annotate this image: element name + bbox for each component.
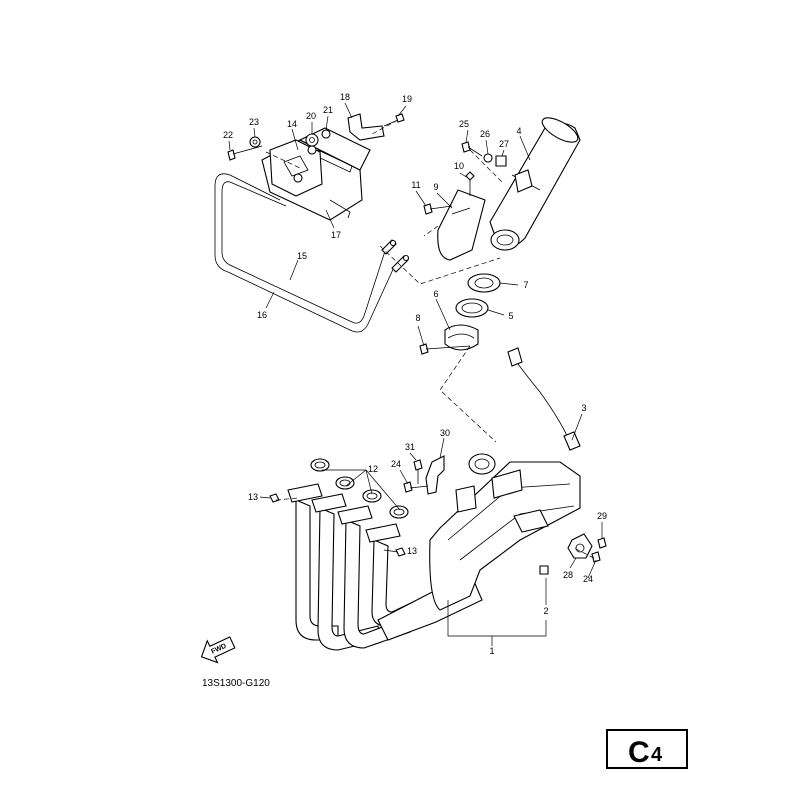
callout-labels: 1 2 3 4 5 6 7 8 9 10 11 12 13 13 14 15 1… <box>223 92 607 656</box>
bolts-29-24 <box>591 537 607 563</box>
bolt-10 <box>465 171 475 196</box>
callout-10: 10 <box>454 161 464 171</box>
page-ref-number: 4 <box>651 744 663 766</box>
muffler-4 <box>489 117 581 248</box>
assembly-dashed-lines <box>265 119 595 559</box>
callout-6: 6 <box>433 289 438 299</box>
callout-9: 9 <box>433 182 438 192</box>
callout-18: 18 <box>340 92 350 102</box>
callout-25: 25 <box>459 119 469 129</box>
bolt-22 <box>227 145 263 161</box>
bolts-31-24 <box>403 459 429 493</box>
callout-16: 16 <box>257 310 267 320</box>
muffler-outlet-joint <box>490 229 520 251</box>
exhaust-valve-cables <box>214 173 410 333</box>
callout-2: 2 <box>543 606 548 616</box>
callout-31: 31 <box>405 442 415 452</box>
callout-14: 14 <box>287 119 297 129</box>
o2-sensor-3 <box>507 347 581 451</box>
callout-3: 3 <box>581 403 586 413</box>
callout-29: 29 <box>597 511 607 521</box>
callout-19: 19 <box>402 94 412 104</box>
callout-26: 26 <box>480 129 490 139</box>
exhaust-pipe-assembly-1 <box>287 453 581 651</box>
callout-24-left: 24 <box>391 459 401 469</box>
callout-15: 15 <box>297 251 307 261</box>
heat-protector-9 <box>437 189 486 261</box>
callout-12: 12 <box>368 464 378 474</box>
bracket-30 <box>425 455 445 495</box>
callout-11: 11 <box>411 180 420 190</box>
bolt-19 <box>383 113 405 127</box>
gaskets-12 <box>310 458 409 519</box>
bracket-18 <box>347 113 385 141</box>
collar-27 <box>495 155 507 167</box>
damper-28 <box>567 533 593 559</box>
callout-5: 5 <box>508 311 513 321</box>
drawing-code: 13S1300-G120 <box>202 678 270 689</box>
page-ref-letter: C <box>628 736 650 769</box>
callout-24-right: 24 <box>583 574 593 584</box>
callout-1: 1 <box>489 646 494 656</box>
callout-13-left: 13 <box>248 492 258 502</box>
callout-22: 22 <box>223 130 233 140</box>
callout-17: 17 <box>331 230 341 240</box>
bolt-25 <box>461 141 483 157</box>
fwd-arrow-icon: FWD <box>200 636 236 664</box>
collar-23 <box>249 136 261 148</box>
page-reference-box: C 4 <box>606 729 688 769</box>
clamp-6 <box>444 324 479 351</box>
callout-21: 21 <box>323 105 333 115</box>
gasket-5 <box>455 298 489 318</box>
callout-30: 30 <box>440 428 450 438</box>
grommet-20-21 <box>305 129 331 147</box>
callout-13-right: 13 <box>407 546 417 556</box>
callout-27: 27 <box>499 139 509 149</box>
callout-8: 8 <box>415 313 420 323</box>
leader-lines <box>228 102 603 646</box>
bolt-8 <box>419 343 471 355</box>
callout-20: 20 <box>306 111 316 121</box>
callout-28: 28 <box>563 570 573 580</box>
gasket-7 <box>467 273 501 293</box>
servo-motor-bracket-assembly <box>261 127 371 221</box>
bolt-11 <box>423 203 453 215</box>
washer-26 <box>483 153 493 163</box>
callout-23: 23 <box>249 117 259 127</box>
nuts-13 <box>269 493 406 557</box>
callout-7: 7 <box>523 280 528 290</box>
callout-4: 4 <box>516 126 521 136</box>
